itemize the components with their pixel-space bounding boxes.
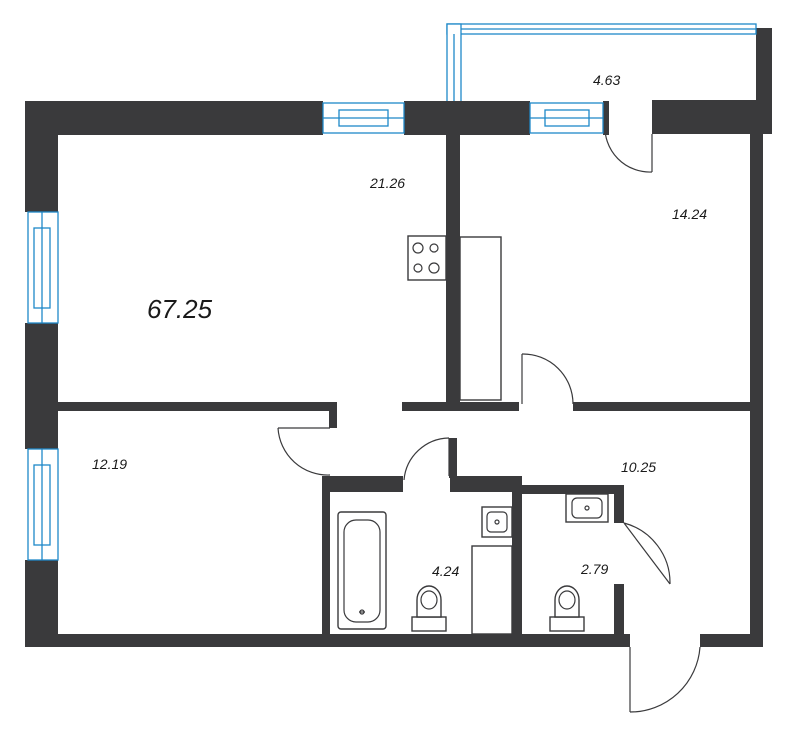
bathroom-top-wall-right <box>450 476 518 492</box>
window-top-kitchen <box>322 102 405 134</box>
kitchen-counter <box>459 236 502 401</box>
bathroom-door-jamb <box>449 438 457 478</box>
bathroom-area-label: 4.24 <box>432 563 459 579</box>
window-top-room <box>529 102 604 134</box>
interior-walls <box>58 135 750 636</box>
bottom-wall-right <box>700 634 763 647</box>
balcony-glazing <box>446 23 757 103</box>
bathtub-icon <box>337 511 387 630</box>
left-wall-top <box>25 101 58 212</box>
balcony-area-label: 4.63 <box>593 72 620 88</box>
window-left-bedroom <box>27 448 59 561</box>
toilet-right-wall-bottom <box>614 584 624 636</box>
exterior-walls <box>25 101 763 647</box>
top-wall-middle <box>404 101 530 135</box>
hall-room-partition-right <box>573 402 750 411</box>
balcony <box>446 23 772 134</box>
hallway-area-label: 10.25 <box>621 459 656 475</box>
balcony-right-wall <box>652 28 772 134</box>
room-right-area-label: 14.24 <box>672 206 707 222</box>
kitchen-living-area-label: 21.26 <box>369 175 405 191</box>
window-left-kitchen <box>27 211 59 324</box>
door-room-right[interactable] <box>521 353 574 405</box>
left-wall-bottom <box>25 560 58 647</box>
toilet-right-wall-top <box>614 485 624 523</box>
bedroom-door-jamb <box>329 402 337 428</box>
bathroom-top-wall-left <box>322 476 403 492</box>
right-wall <box>750 134 763 647</box>
toilet-top-wall <box>518 485 624 494</box>
top-wall-left <box>25 101 323 135</box>
toilet-area-label: 2.79 <box>580 561 608 577</box>
wc-toilet-icon <box>549 585 585 632</box>
door-toilet[interactable] <box>623 522 671 585</box>
kitchen-bedroom-partition <box>58 402 337 411</box>
bath-toilet-partition <box>512 476 522 636</box>
door-balcony[interactable] <box>604 123 653 173</box>
door-bathroom[interactable] <box>403 437 450 481</box>
washing-machine-icon <box>471 545 513 635</box>
toilet-sink-icon <box>565 493 609 523</box>
door-bedroom[interactable] <box>277 427 331 476</box>
left-wall-middle <box>25 323 58 449</box>
top-wall-door-jamb <box>603 101 609 135</box>
total-area-label: 67.25 <box>147 294 213 324</box>
bottom-wall-left <box>25 634 630 647</box>
sink-icon <box>481 506 513 538</box>
kitchen-room-partition <box>446 135 460 402</box>
hall-room-partition-left <box>402 402 519 411</box>
toilet-icon <box>411 585 447 632</box>
door-entrance[interactable] <box>629 646 701 713</box>
bathroom-left-wall <box>322 476 330 636</box>
stove-icon <box>407 235 447 281</box>
room-left-area-label: 12.19 <box>92 456 127 472</box>
